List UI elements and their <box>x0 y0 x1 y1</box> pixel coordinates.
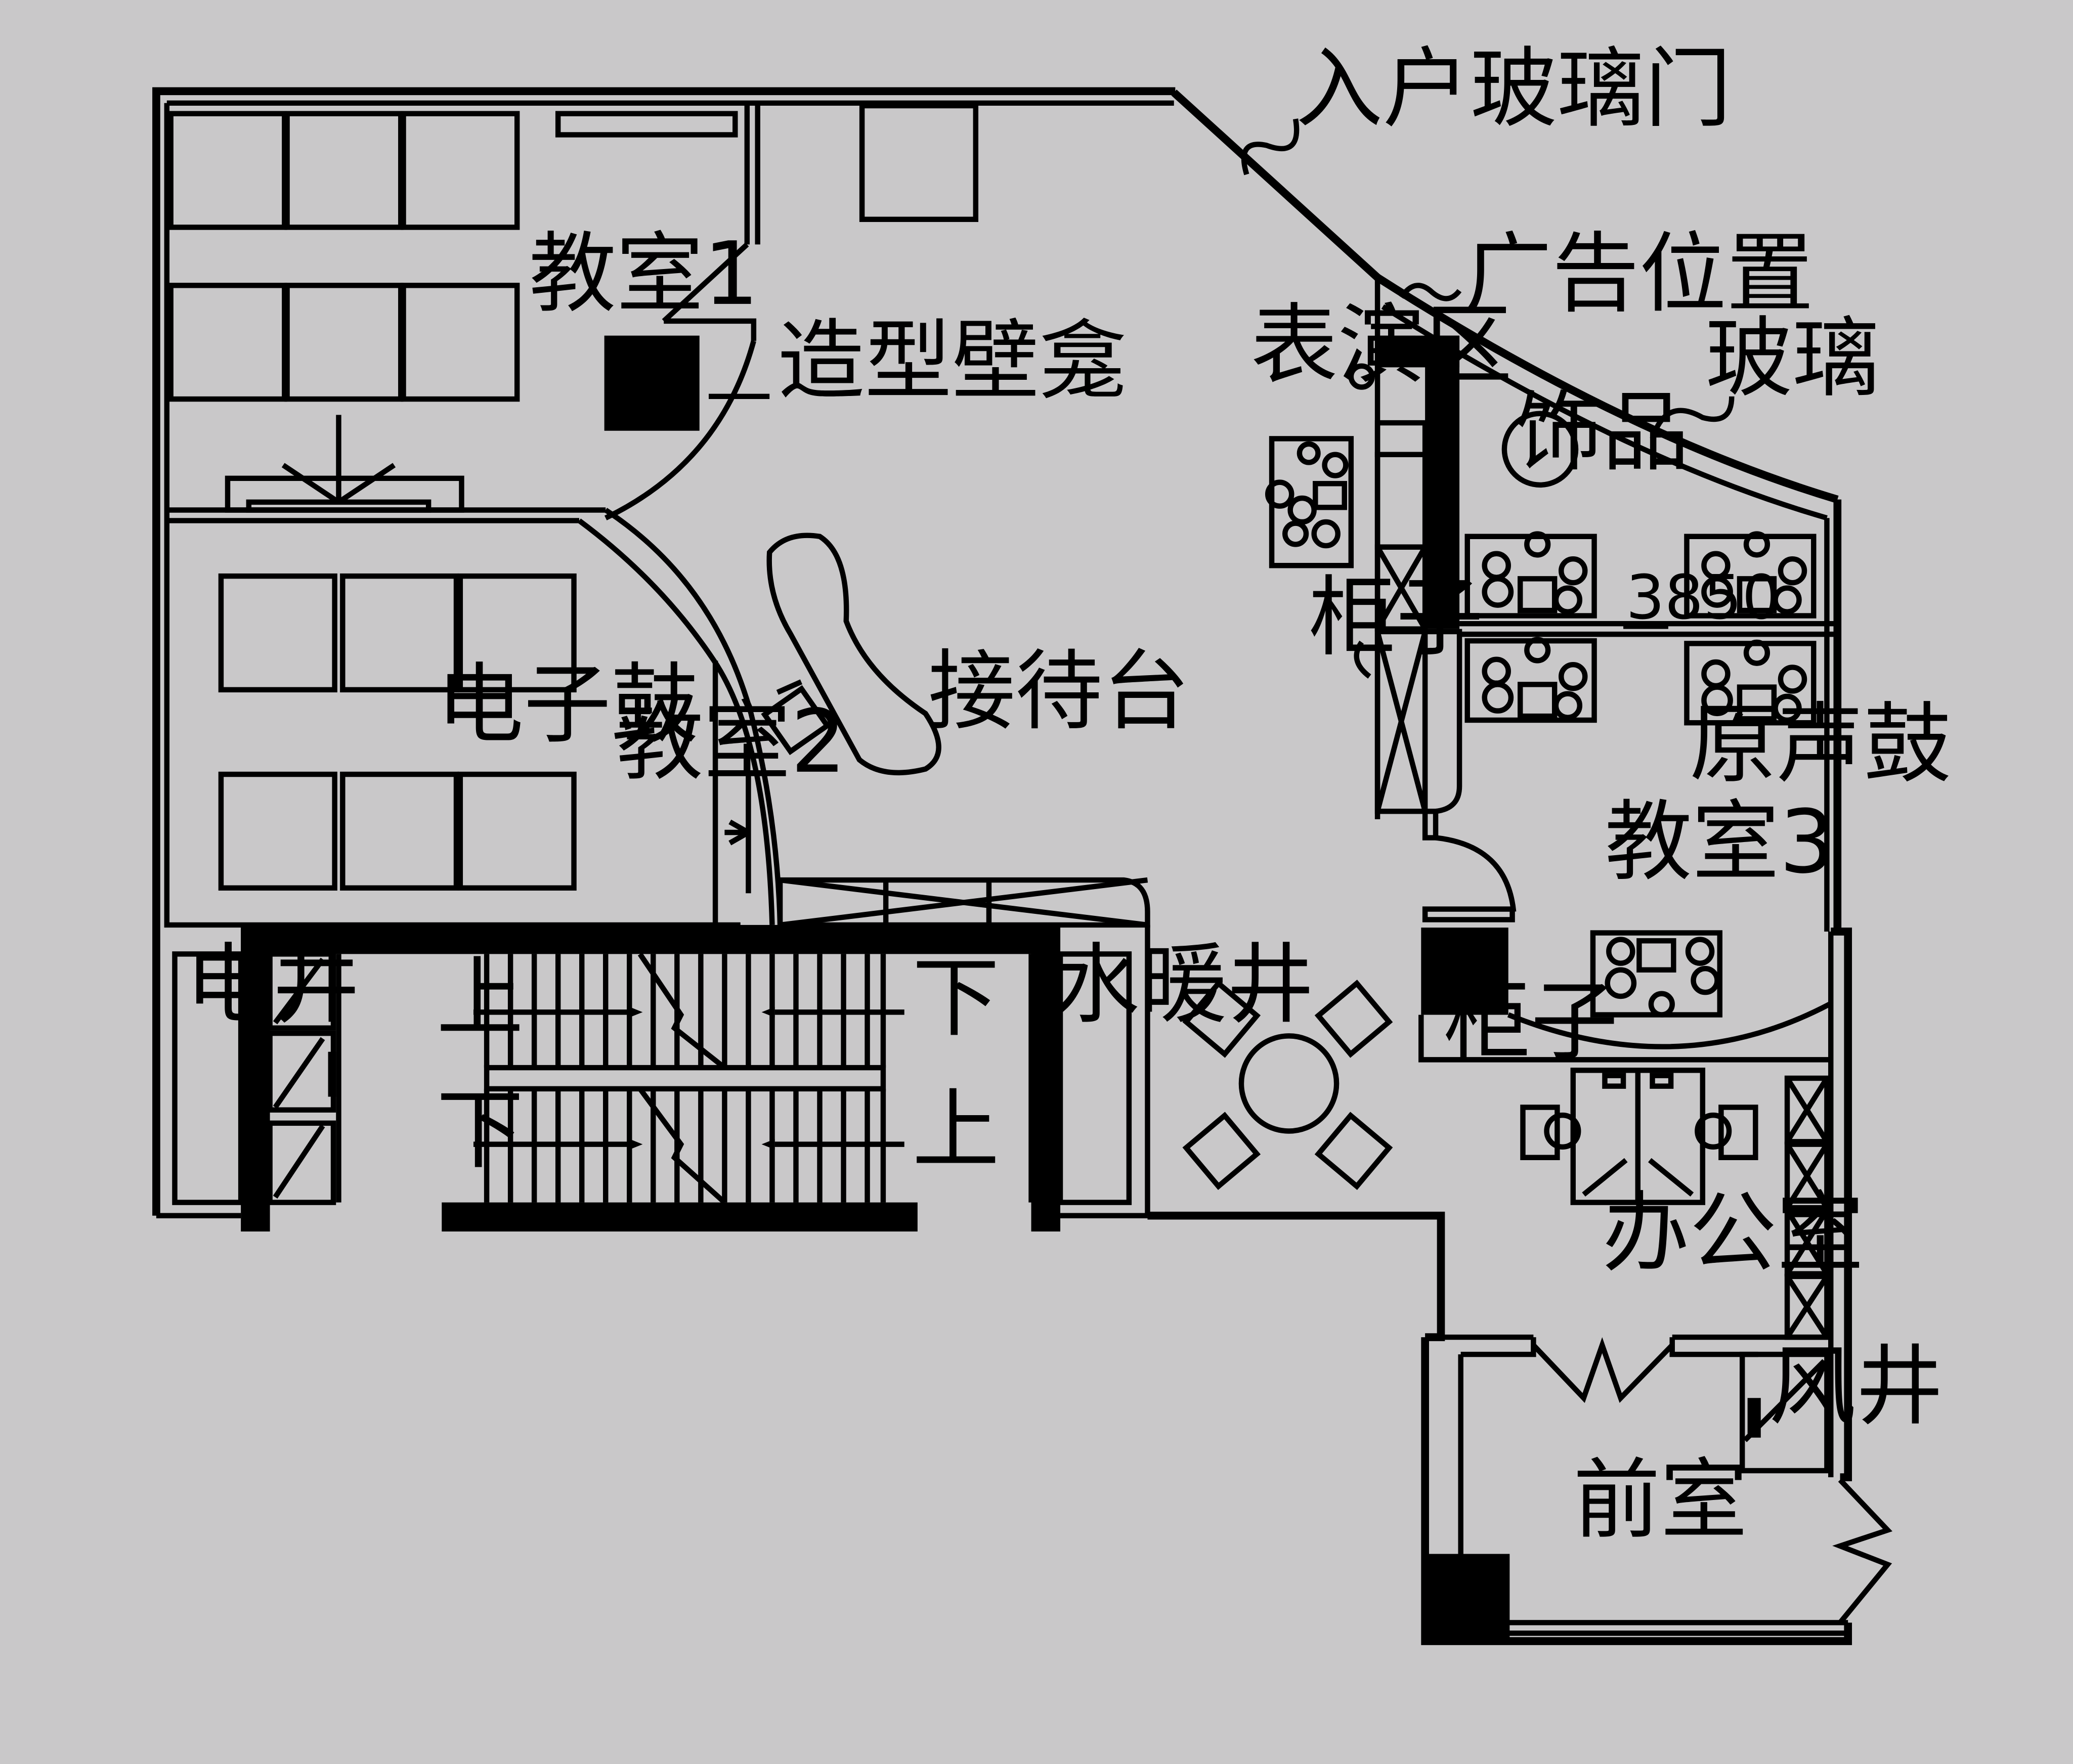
label-stair-up-left: 上 <box>437 947 524 1049</box>
label-reception-desk: 接待台 <box>928 641 1190 742</box>
label-cabinet-top: 柜子 <box>1309 566 1483 668</box>
counter-strip <box>777 877 1150 1216</box>
label-classroom-1: 教室1 <box>529 223 759 325</box>
drum-kit-3 <box>1464 637 1597 723</box>
stair-treads <box>484 954 886 1203</box>
label-niche: 造型壁龛 <box>778 310 1127 412</box>
classroom-3 <box>1348 335 1838 1063</box>
anteroom <box>1422 1351 1893 1642</box>
classroom-2 <box>166 508 783 925</box>
labels: 入户玻璃门 广告位置 玻璃 表演区 饰品 教室1 造型壁龛 电子鼓 教室2 接待… <box>185 38 1951 1551</box>
office <box>1520 1068 1830 1403</box>
label-entrance-glass-door: 入户玻璃门 <box>1295 38 1732 140</box>
drum-kit-4 <box>1684 639 1817 726</box>
stair-core <box>156 924 1148 1232</box>
reception-area <box>761 533 941 776</box>
label-acoustic-drum: 原声鼓 <box>1690 693 1951 795</box>
label-stair-up-right: 上 <box>912 1079 999 1181</box>
label-decor: 饰品 <box>1515 381 1690 483</box>
label-stair-down-left: 下 <box>437 1079 524 1181</box>
stair-arrows <box>473 1006 904 1150</box>
lounge-table-set <box>1182 980 1393 1190</box>
label-air-shaft: 风井 <box>1768 1336 1943 1437</box>
label-anteroom: 前室 <box>1573 1449 1748 1551</box>
drum-kit-1 <box>1464 531 1597 619</box>
leader-lines <box>1241 118 1735 679</box>
label-electronic-drum: 电子鼓 <box>437 654 698 756</box>
label-glass: 玻璃 <box>1705 307 1880 409</box>
label-classroom-2: 教室2 <box>616 691 846 792</box>
drum-kit-2 <box>1684 531 1817 619</box>
classroom-1 <box>166 103 979 520</box>
label-ad-position: 广告位置 <box>1465 223 1814 325</box>
label-electric-shaft: 电井 <box>185 934 360 1036</box>
label-stair-down-right: 下 <box>912 947 999 1049</box>
label-classroom-3: 教室3 <box>1605 791 1835 893</box>
exterior-walls <box>152 87 1852 1645</box>
label-dimension: 3850 <box>1626 562 1781 633</box>
drum-kit-5 <box>1590 930 1723 1018</box>
label-performance-area: 表演区 <box>1250 294 1512 396</box>
label-office: 办公室 <box>1602 1182 1864 1284</box>
label-cabinet-bottom: 柜子 <box>1444 971 1618 1073</box>
label-hvac-shaft: 水暖井 <box>1052 934 1314 1036</box>
drum-kit-performance <box>1265 436 1354 568</box>
